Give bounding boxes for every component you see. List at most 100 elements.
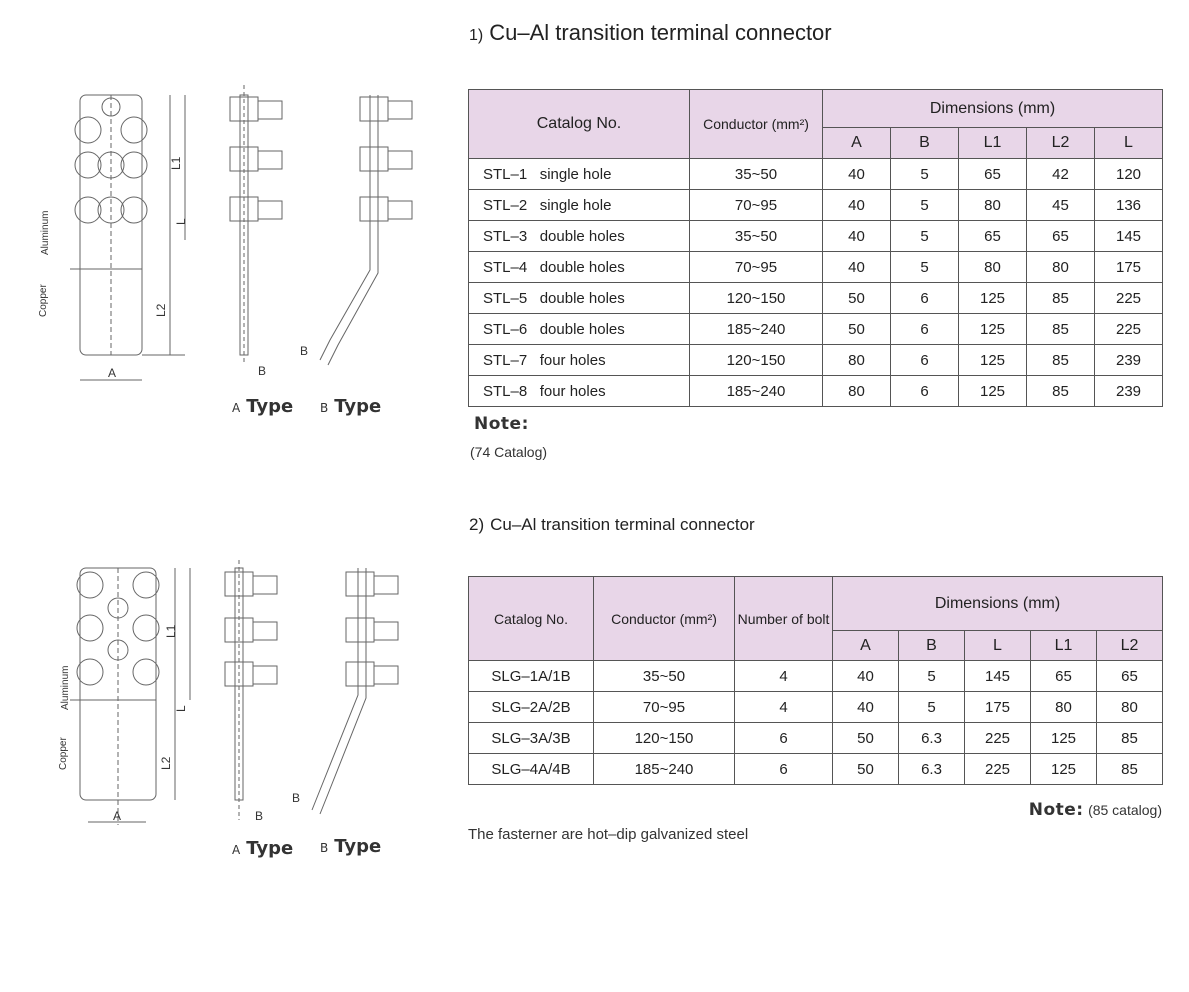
catalog-cell: STL–8 four holes xyxy=(468,375,690,407)
value-cell: 4 xyxy=(734,691,833,723)
header-conductor: Conductor (mm²) xyxy=(689,89,823,159)
value-cell: 40 xyxy=(822,251,891,283)
value-cell: 125 xyxy=(1030,753,1097,785)
value-cell: 5 xyxy=(898,691,965,723)
value-cell: 120~150 xyxy=(689,344,823,376)
label-b-angled: B xyxy=(300,344,308,358)
value-cell: 35~50 xyxy=(593,660,735,692)
header2-dimensions: Dimensions (mm) xyxy=(831,576,1164,631)
label2-aluminum: Aluminum xyxy=(60,666,71,710)
catalog-cell: SLG–4A/4B xyxy=(468,753,594,785)
catalog-cell: SLG–2A/2B xyxy=(468,691,594,723)
value-cell: 5 xyxy=(890,220,959,252)
value-cell: 85 xyxy=(1026,375,1095,407)
section2-note-label: Note: xyxy=(1028,800,1084,820)
value-cell: 70~95 xyxy=(689,189,823,221)
section1-number: 1) xyxy=(469,27,484,44)
value-cell: 80 xyxy=(822,344,891,376)
value-cell: 40 xyxy=(822,189,891,221)
value-cell: 65 xyxy=(1026,220,1095,252)
value-cell: 42 xyxy=(1026,158,1095,190)
value-cell: 239 xyxy=(1093,375,1164,407)
header-dim-l2: L2 xyxy=(1095,630,1164,661)
value-cell: 6.3 xyxy=(898,753,965,785)
value-cell: 125 xyxy=(958,313,1027,345)
value-cell: 145 xyxy=(1093,220,1164,252)
catalog-cell: STL–1 single hole xyxy=(468,158,690,190)
value-cell: 5 xyxy=(890,251,959,283)
header-dim-a: A xyxy=(832,630,899,661)
value-cell: 175 xyxy=(1093,251,1164,283)
label2-l: L xyxy=(174,705,188,712)
value-cell: 85 xyxy=(1026,313,1095,345)
header-dim-l1: L1 xyxy=(958,127,1027,159)
section1-table: Catalog No. Conductor (mm²) Dimensions (… xyxy=(468,89,1164,407)
label-b: B xyxy=(258,364,266,378)
value-cell: 45 xyxy=(1026,189,1095,221)
section2-title-text: Cu–Al transition terminal connector xyxy=(490,515,755,534)
label2-a: A xyxy=(113,809,121,823)
value-cell: 185~240 xyxy=(689,375,823,407)
value-cell: 70~95 xyxy=(593,691,735,723)
value-cell: 4 xyxy=(734,660,833,692)
value-cell: 50 xyxy=(822,282,891,314)
value-cell: 136 xyxy=(1093,189,1164,221)
value-cell: 85 xyxy=(1026,344,1095,376)
value-cell: 175 xyxy=(964,691,1031,723)
header-dim-b: B xyxy=(898,630,965,661)
value-cell: 40 xyxy=(822,220,891,252)
value-cell: 6.3 xyxy=(898,722,965,754)
catalog-cell: STL–6 double holes xyxy=(468,313,690,345)
catalog-cell: STL–3 double holes xyxy=(468,220,690,252)
section2-note-text: (85 catalog) xyxy=(1088,802,1162,818)
label2-b: B xyxy=(255,809,263,823)
section2-title: 2) Cu–Al transition terminal connector xyxy=(469,515,755,535)
label2-copper: Copper xyxy=(58,737,69,770)
section1-note-text: (74 Catalog) xyxy=(470,444,548,460)
value-cell: 225 xyxy=(1093,282,1164,314)
value-cell: 80 xyxy=(1030,691,1097,723)
value-cell: 6 xyxy=(734,722,833,754)
value-cell: 225 xyxy=(964,753,1031,785)
value-cell: 50 xyxy=(832,722,899,754)
value-cell: 50 xyxy=(832,753,899,785)
value-cell: 185~240 xyxy=(593,753,735,785)
label-aluminum: Aluminum xyxy=(40,211,51,255)
value-cell: 35~50 xyxy=(689,220,823,252)
section2-drawing: Aluminum Copper L1 L L2 A B B xyxy=(58,560,399,825)
value-cell: 80 xyxy=(1026,251,1095,283)
section2-table: Catalog No. Conductor (mm²) Number of bo… xyxy=(468,576,1164,785)
value-cell: 40 xyxy=(832,660,899,692)
value-cell: 125 xyxy=(1030,722,1097,754)
catalog-cell: SLG–1A/1B xyxy=(468,660,594,692)
value-cell: 185~240 xyxy=(689,313,823,345)
label-l2: L2 xyxy=(154,303,168,317)
value-cell: 239 xyxy=(1093,344,1164,376)
value-cell: 35~50 xyxy=(689,158,823,190)
section2-number: 2) xyxy=(469,515,485,534)
catalog-cell: STL–7 four holes xyxy=(468,344,690,376)
value-cell: 225 xyxy=(1093,313,1164,345)
value-cell: 50 xyxy=(822,313,891,345)
catalog-cell: STL–2 single hole xyxy=(468,189,690,221)
header-dim-a: A xyxy=(822,127,891,159)
value-cell: 85 xyxy=(1026,282,1095,314)
value-cell: 80 xyxy=(822,375,891,407)
value-cell: 80 xyxy=(958,251,1027,283)
value-cell: 65 xyxy=(958,220,1027,252)
label-copper: Copper xyxy=(38,284,49,317)
section1-title: 1)Cu–Al transition terminal connector xyxy=(469,20,832,46)
header2-bolt: Number of bolt xyxy=(734,576,833,661)
catalog-cell: STL–4 double holes xyxy=(468,251,690,283)
catalog-cell: SLG–3A/3B xyxy=(468,722,594,754)
value-cell: 145 xyxy=(964,660,1031,692)
